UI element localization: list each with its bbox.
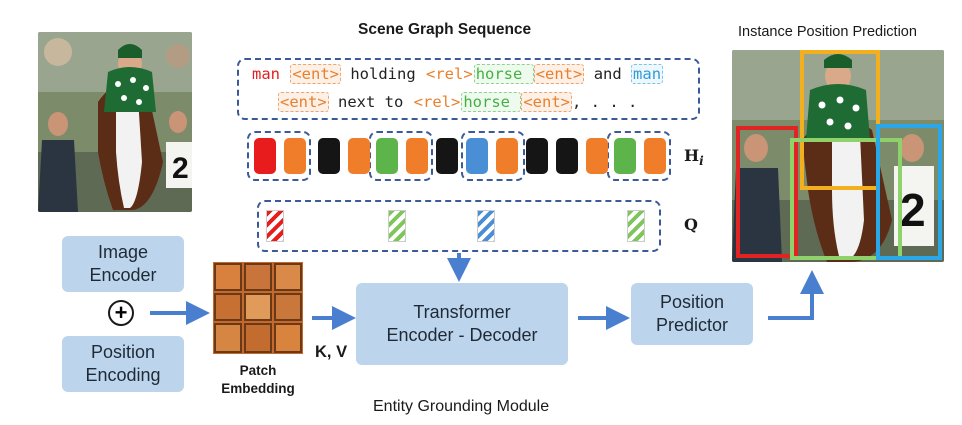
sequence-token: and [584, 65, 632, 83]
hidden-token-cell [644, 138, 666, 174]
sequence-box [237, 58, 700, 120]
hidden-label: Hi [684, 146, 704, 168]
position-encoding-label: Position Encoding [85, 341, 161, 385]
hidden-token-cell [284, 138, 306, 174]
bbox-horse [790, 138, 902, 260]
group-box-4 [607, 131, 671, 181]
sequence-token: man [252, 65, 280, 83]
sequence-token: <ent> [521, 92, 573, 112]
patch-embedding-text: Patch Embedding [221, 363, 295, 396]
instance-prediction-title: Instance Position Prediction [738, 24, 917, 40]
plus-glyph: + [114, 300, 128, 325]
svg-text:2: 2 [172, 152, 189, 185]
hidden-token-cell [466, 138, 488, 174]
query-cell [477, 210, 495, 242]
sequence-token: horse [473, 64, 534, 84]
hidden-token-cell [254, 138, 276, 174]
position-encoding-box: Position Encoding [62, 336, 184, 392]
query-label: Q [684, 215, 698, 234]
scene-graph-title: Scene Graph Sequence [358, 21, 532, 38]
sequence-token: man [631, 64, 664, 84]
sequence-token: <ent> [290, 64, 342, 84]
group-box-1 [247, 131, 311, 181]
transformer-label: Transformer Encoder - Decoder [386, 301, 538, 345]
query-cell [627, 210, 645, 242]
arrow-predictor-to-output [768, 270, 824, 320]
hidden-token-cell [496, 138, 518, 174]
hidden-token-cell [436, 138, 458, 174]
hidden-token-cell [318, 138, 340, 174]
hidden-token-cell [376, 138, 398, 174]
sequence-token: <rel> [426, 65, 473, 83]
hidden-label-text: H [684, 146, 700, 165]
hidden-token-cell [348, 138, 370, 174]
group-box-2 [369, 131, 433, 181]
sequence-token: next to [328, 93, 413, 111]
sequence-token: , . . . [572, 93, 638, 111]
hidden-token-cell [556, 138, 578, 174]
input-photo-illustration: 2 [38, 32, 192, 212]
sequence-token: horse [461, 92, 522, 112]
query-cell [388, 210, 406, 242]
input-photo: 2 [38, 32, 192, 212]
patch-grid-illustration [213, 262, 303, 354]
hidden-token-cell [526, 138, 548, 174]
group-box-3 [461, 131, 525, 181]
module-title: Entity Grounding Module [373, 398, 550, 415]
hidden-token-cell [406, 138, 428, 174]
sequence-token: <ent> [278, 92, 329, 112]
hidden-token-cell [614, 138, 636, 174]
bbox-jockey [800, 50, 880, 190]
sequence-line-2: <ent> next to <rel>horse <ent>, . . . [278, 92, 638, 112]
bbox-man-right [876, 124, 942, 260]
position-predictor-label: Position Predictor [655, 291, 729, 335]
svg-text:2: 2 [900, 184, 926, 236]
output-photo: 2 [732, 50, 944, 262]
sequence-line-1: man <ent> holding <rel>horse <ent> and m… [251, 64, 664, 84]
image-encoder-box: Image Encoder [62, 236, 184, 292]
query-cell [266, 210, 284, 242]
output-photo-illustration: 2 [732, 50, 944, 262]
image-encoder-label: Image Encoder [89, 241, 157, 285]
patch-grid [213, 262, 303, 354]
bbox-man-left [736, 126, 798, 258]
kv-label: K, V [315, 343, 348, 361]
patch-embedding-label: Patch Embedding [213, 362, 303, 397]
sequence-token: holding [341, 65, 426, 83]
hidden-token-cell [586, 138, 608, 174]
sequence-token: <ent> [533, 64, 585, 84]
position-predictor-box: Position Predictor [631, 283, 753, 345]
transformer-box: Transformer Encoder - Decoder [356, 283, 568, 365]
query-box [257, 200, 661, 252]
sequence-token: <rel> [413, 93, 461, 111]
plus-symbol: + [108, 300, 134, 326]
hidden-label-subscript: i [699, 154, 704, 169]
